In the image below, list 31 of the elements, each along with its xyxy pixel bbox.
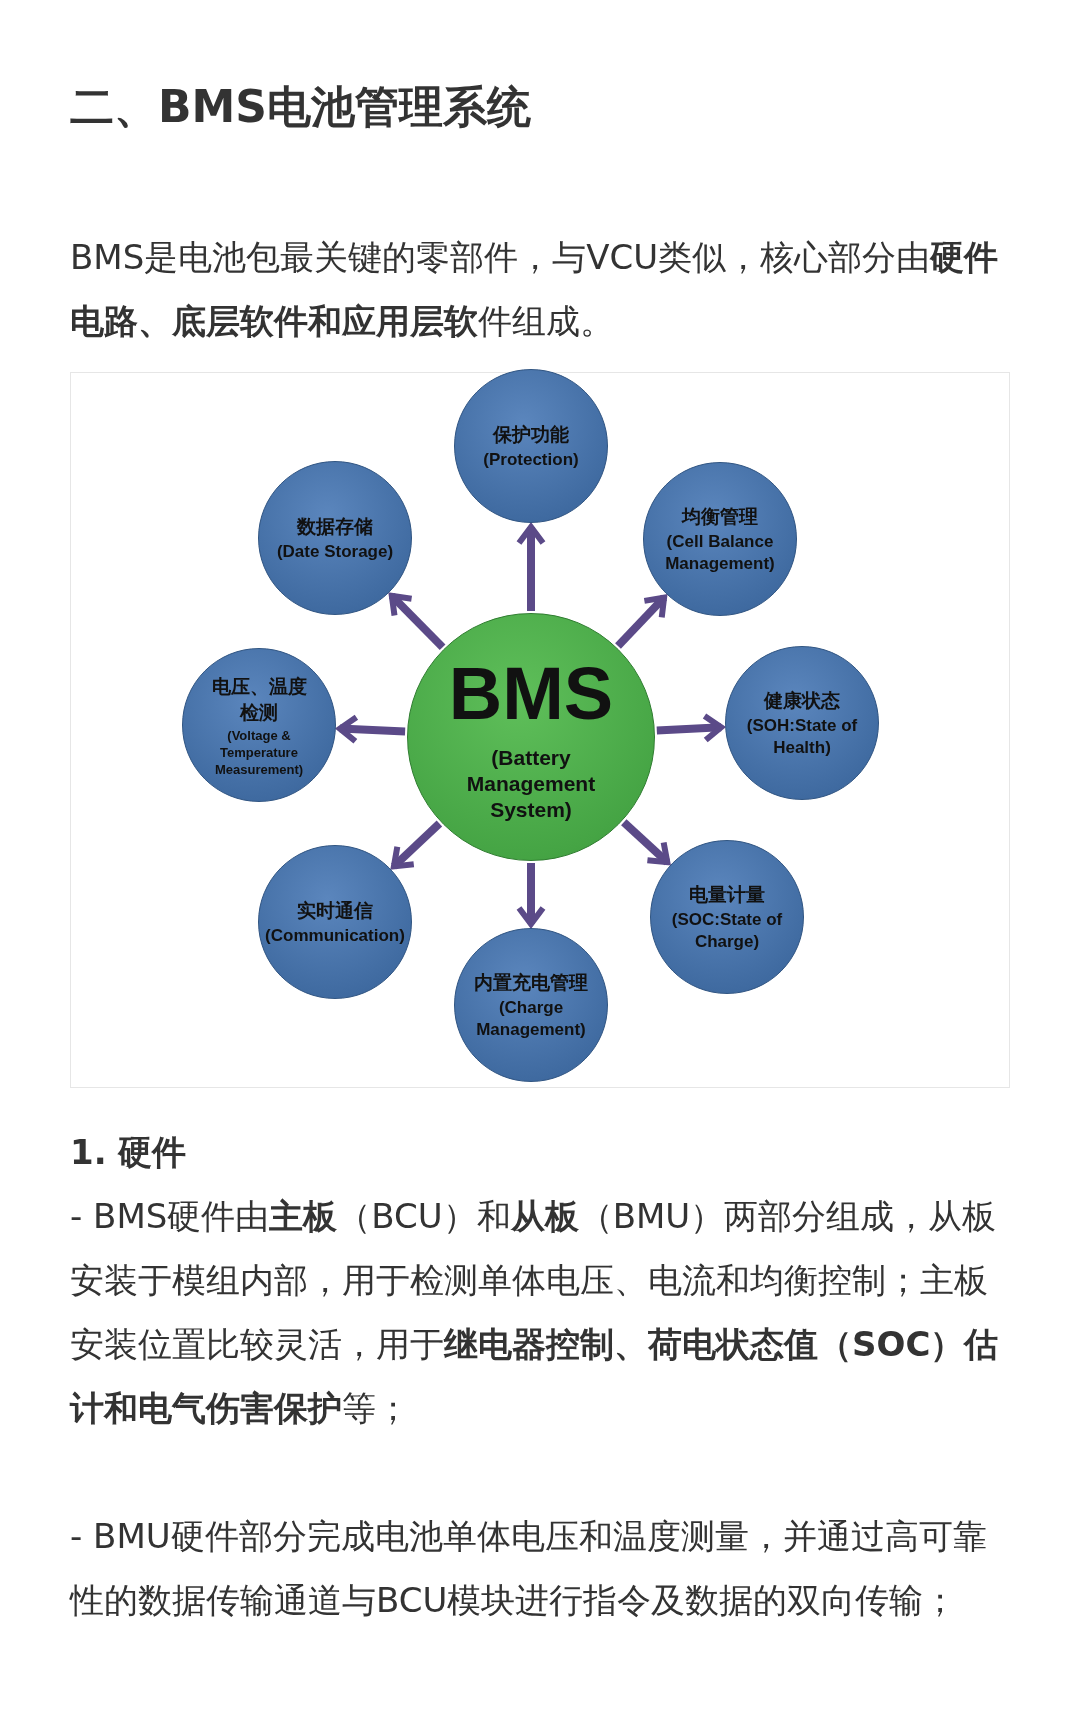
circle-title: 电压、温度检测 — [210, 673, 308, 725]
circle-title: 健康状态 — [764, 688, 840, 713]
circle-title: 均衡管理 — [682, 504, 758, 529]
body-paragraph: - BMS硬件由主板（BCU）和从板（BMU）两部分组成，从板安装于模组内部，用于检测单体电压、电流和均衡控制；主板安装位置比较灵活，用于继电器控制、荷电状态值（SOC）估计和电气伤害保护等； — [70, 1195, 1000, 1430]
page-heading: 二、BMS电池管理系统 — [70, 80, 531, 134]
circle-title: 数据存储 — [297, 514, 373, 539]
arrow — [336, 714, 406, 745]
circle-subtitle: (Communication) — [265, 925, 405, 947]
section-heading: 1. 硬件 — [70, 1131, 188, 1174]
circle-subtitle: (Battery Management System) — [465, 745, 597, 823]
arrow — [621, 819, 671, 866]
arrow — [656, 713, 725, 743]
circle-title: 保护功能 — [493, 422, 569, 447]
intro-paragraph: BMS是电池包最关键的零部件，与VCU类似，核心部分由硬件电路、底层软件和应用层软件组成。 — [70, 236, 1000, 343]
circle-subtitle: (Cell Balance Management) — [664, 531, 776, 575]
circle-subtitle: (Date Storage) — [276, 541, 394, 563]
circle-title: 电量计量 — [689, 882, 765, 907]
circle-subtitle: (SOH:State of Health) — [745, 715, 859, 759]
arrow — [388, 592, 446, 650]
circle-subtitle: (Charge Management) — [475, 997, 587, 1041]
circle-title: 内置充电管理 — [474, 970, 588, 995]
circle-subtitle: (Protection) — [483, 449, 579, 471]
arrow — [516, 863, 546, 927]
arrow — [390, 820, 443, 870]
arrow — [615, 594, 668, 649]
circle-subtitle: (SOC:State of Charge) — [670, 909, 784, 953]
body-paragraph: - BMU硬件部分完成电池单体电压和温度测量，并通过高可靠性的数据传输通道与BCU模块进行指令及数据的双向传输； — [70, 1515, 988, 1622]
arrow — [516, 524, 546, 611]
circle-subtitle: (Voltage & Temperature Measurement) — [213, 726, 305, 778]
circle-title: BMS — [448, 651, 614, 737]
circle-title: 实时通信 — [297, 898, 373, 923]
